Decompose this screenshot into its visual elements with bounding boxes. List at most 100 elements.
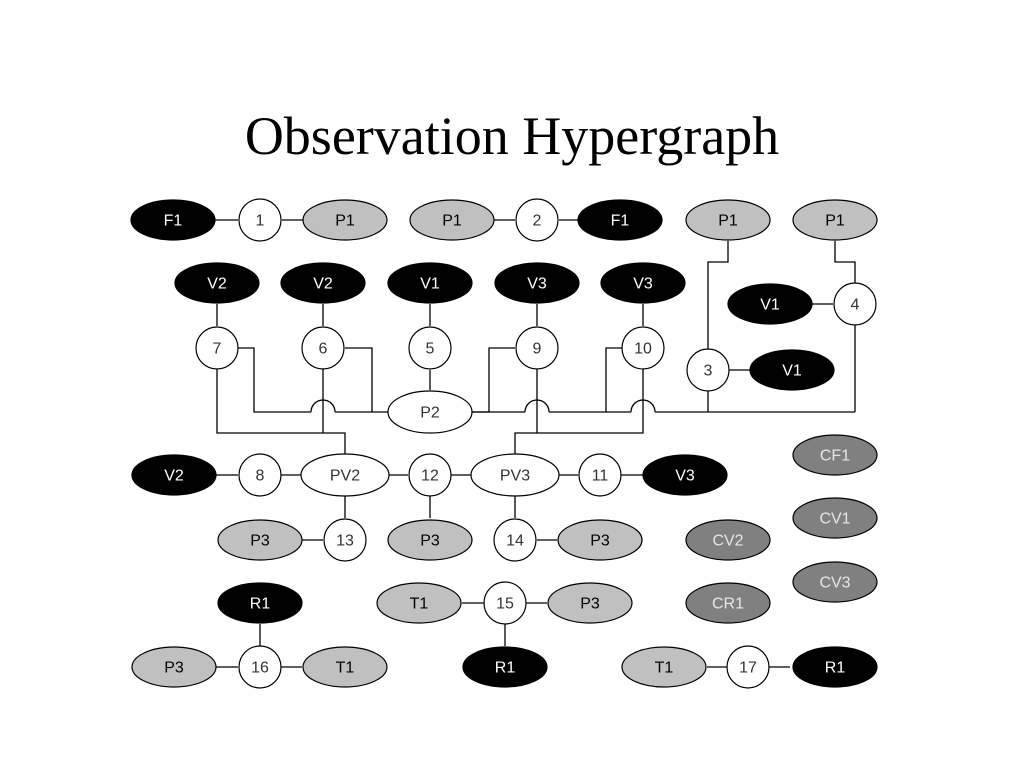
entity-label: V3 [527,276,547,293]
entity-ellipse [302,646,388,688]
entity-node-v3: V3 [600,262,686,304]
hyperedge-circle [238,453,282,497]
hyperedge-circle [515,198,559,242]
entity-node-cv2: CV2 [685,519,771,561]
hyperedge-circle [301,326,345,370]
hyperedge-number: 10 [634,341,652,358]
entity-label: V3 [675,468,695,485]
entity-node-v1: V1 [387,262,473,304]
entity-label: F1 [164,213,183,230]
hyperedge-circle [726,645,770,689]
hyperedge-circle [515,326,559,370]
entity-node-v3: V3 [642,454,728,496]
hyperedge-circle [238,198,282,242]
hyperedge-circle [686,348,730,392]
edge [537,369,644,434]
hyperedge-number: 4 [851,297,860,314]
edge [472,347,515,413]
hyperedge-node-10: 10 [621,326,665,370]
entity-node-p3: P3 [131,646,217,688]
entity-ellipse [131,646,217,688]
entity-ellipse [557,519,643,561]
entity-label: P1 [335,213,355,230]
entity-ellipse [300,453,390,497]
entity-ellipse [547,582,633,624]
entity-ellipse [792,561,878,603]
entity-ellipse [685,519,771,561]
hyperedge-node-4: 4 [833,282,877,326]
entity-node-f1: F1 [130,199,216,241]
hyperedge-number: 16 [251,660,269,677]
entity-label: T1 [410,596,429,613]
edge [549,347,622,413]
hypergraph-edges [214,219,856,668]
edge [514,369,538,455]
entity-label: PV3 [500,468,530,485]
hyperedge-node-5: 5 [408,326,452,370]
hyperedge-number: 15 [496,596,514,613]
hyperedge-node-14: 14 [493,518,537,562]
hyperedge-circle [238,645,282,689]
entity-node-p3: P3 [387,519,473,561]
entity-label: R1 [825,660,846,677]
entity-label: P3 [164,660,184,677]
hyperedge-circle [408,326,452,370]
hyperedge-number: 1 [256,213,265,230]
hyperedge-number: 5 [426,341,435,358]
entity-ellipse [727,283,813,325]
entity-node-t1: T1 [302,646,388,688]
entity-node-p3: P3 [547,582,633,624]
entity-ellipse [470,453,560,497]
entity-ellipse [685,199,771,241]
entity-label: R1 [250,596,271,613]
entity-label: P1 [718,213,738,230]
entity-node-t1: T1 [621,646,707,688]
entity-node-pv3: PV3 [470,453,560,497]
entity-ellipse [685,582,771,624]
entity-ellipse [749,349,835,391]
entity-label: P3 [580,596,600,613]
hyperedge-node-17: 17 [726,645,770,689]
entity-node-p1: P1 [792,199,878,241]
entity-node-v2: V2 [280,262,366,304]
entity-label: CR1 [712,596,744,613]
entity-node-p3: P3 [557,519,643,561]
hyperedge-number: 14 [506,533,524,550]
entity-ellipse [387,262,473,304]
entity-node-p1: P1 [409,199,495,241]
hyperedge-node-9: 9 [515,326,559,370]
entity-ellipse [387,519,473,561]
entity-node-f1: F1 [577,199,663,241]
entity-label: T1 [336,660,355,677]
hyperedge-number: 13 [336,533,354,550]
hyperedge-node-1: 1 [238,198,282,242]
entity-ellipse [130,199,216,241]
entity-ellipse [462,646,548,688]
entity-label: CF1 [820,448,850,465]
entity-label: CV1 [819,511,850,528]
entity-label: CV3 [819,575,850,592]
entity-node-cf1: CF1 [792,434,878,476]
entity-label: V2 [313,276,333,293]
entity-ellipse [280,262,366,304]
hyperedge-number: 7 [213,341,222,358]
hyperedge-circle [323,518,367,562]
entity-label: P3 [250,533,270,550]
entity-ellipse [621,646,707,688]
entity-node-v1: V1 [749,349,835,391]
hyperedge-number: 9 [533,341,542,358]
entity-node-r1: R1 [792,646,878,688]
entity-ellipse [792,646,878,688]
hyperedge-node-2: 2 [515,198,559,242]
hyperedge-circle [621,326,665,370]
entity-node-v2: V2 [131,454,217,496]
entity-label: V1 [782,363,802,380]
entity-ellipse [217,519,303,561]
entity-node-cv1: CV1 [792,497,878,539]
hyperedge-node-13: 13 [323,518,367,562]
hyperedge-circle [578,453,622,497]
entity-node-v3: V3 [494,262,580,304]
entity-node-v2: V2 [174,262,260,304]
entity-ellipse [387,390,473,434]
hyperedge-number: 6 [319,341,328,358]
